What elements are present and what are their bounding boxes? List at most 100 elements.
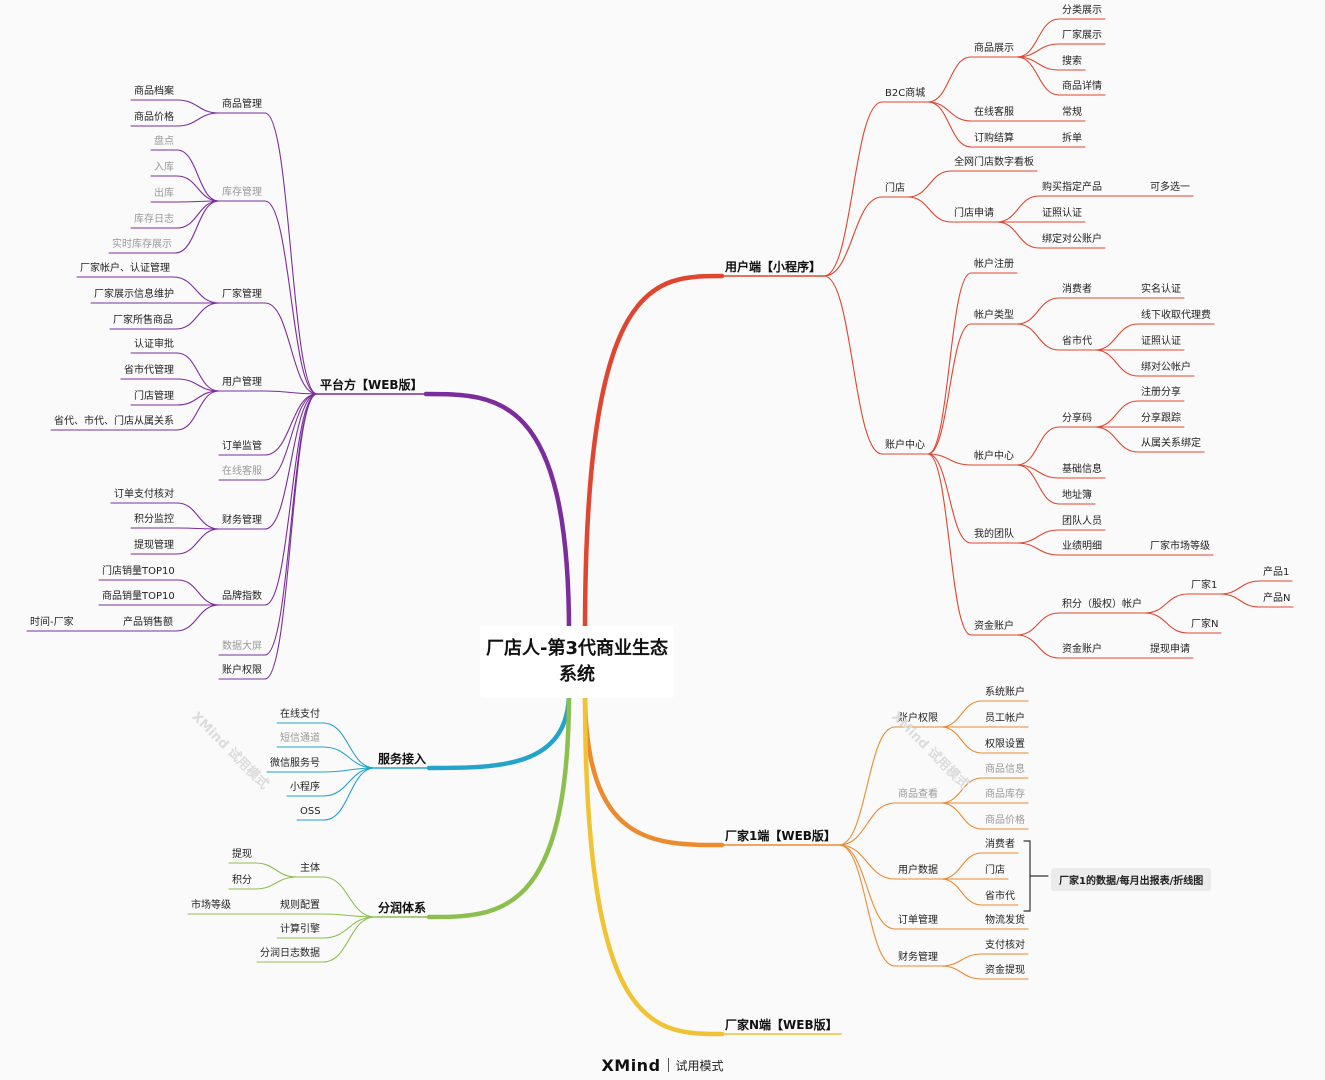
topic-p4[interactable]: 用户管理 xyxy=(222,377,262,388)
topic-u3e[interactable]: 资金账户 xyxy=(974,621,1014,632)
topic-u1c[interactable]: 订购结算 xyxy=(974,133,1014,144)
topic-p1a[interactable]: 商品档案 xyxy=(134,86,174,97)
topic-s2[interactable]: 短信通道 xyxy=(280,733,320,744)
topic-k2a[interactable]: 商品信息 xyxy=(985,764,1025,775)
topic-k3b[interactable]: 门店 xyxy=(985,865,1005,876)
topic-k3a[interactable]: 消费者 xyxy=(985,839,1015,850)
topic-p2c[interactable]: 出库 xyxy=(154,188,174,199)
topic-u1a4[interactable]: 商品详情 xyxy=(1062,81,1102,92)
topic-f1a[interactable]: 提现 xyxy=(232,849,252,860)
topic-u1a1[interactable]: 分类展示 xyxy=(1062,5,1102,16)
topic-f4[interactable]: 分润日志数据 xyxy=(260,948,320,959)
topic-u3d1[interactable]: 团队人员 xyxy=(1062,516,1102,527)
topic-p7a[interactable]: 订单支付核对 xyxy=(114,489,174,500)
topic-u1c1[interactable]: 拆单 xyxy=(1062,133,1082,144)
topic-u3c[interactable]: 帐户中心 xyxy=(974,451,1014,462)
topic-u3c1c[interactable]: 从属关系绑定 xyxy=(1141,438,1201,449)
topic-p8b[interactable]: 商品销量TOP10 xyxy=(102,591,175,602)
topic-u3c1[interactable]: 分享码 xyxy=(1062,413,1092,424)
summary-note[interactable]: 厂家1的数据/每月出报表/折线图 xyxy=(1051,868,1212,891)
topic-u3e2[interactable]: 资金账户 xyxy=(1062,644,1102,655)
topic-k1b[interactable]: 员工帐户 xyxy=(985,713,1025,724)
topic-f2a[interactable]: 市场等级 xyxy=(191,900,231,911)
topic-profit[interactable]: 分润体系 xyxy=(378,901,427,915)
topic-u1a[interactable]: 商品展示 xyxy=(974,43,1014,54)
topic-k2c[interactable]: 商品价格 xyxy=(985,815,1025,826)
topic-u1a3[interactable]: 搜索 xyxy=(1062,56,1082,67)
topic-s1[interactable]: 在线支付 xyxy=(280,709,320,720)
topic-u3e1[interactable]: 积分（股权）帐户 xyxy=(1062,599,1142,610)
topic-u2b[interactable]: 门店申请 xyxy=(954,208,994,219)
topic-u3b2c[interactable]: 绑对公帐户 xyxy=(1141,362,1191,373)
topic-k3c[interactable]: 省市代 xyxy=(985,891,1015,902)
topic-k1c[interactable]: 权限设置 xyxy=(985,739,1025,750)
topic-factory1[interactable]: 厂家1端【WEB版】 xyxy=(725,829,836,843)
topic-u3b2b[interactable]: 证照认证 xyxy=(1141,336,1181,347)
topic-u3e1b[interactable]: 厂家N xyxy=(1191,619,1219,630)
topic-p7c[interactable]: 提现管理 xyxy=(134,540,174,551)
topic-factoryN[interactable]: 厂家N端【WEB版】 xyxy=(725,1018,838,1032)
topic-k3[interactable]: 用户数据 xyxy=(898,865,938,876)
topic-u3[interactable]: 账户中心 xyxy=(885,440,925,451)
topic-p3c[interactable]: 厂家所售商品 xyxy=(113,315,173,326)
topic-s5[interactable]: OSS xyxy=(300,806,321,817)
topic-u3b1a[interactable]: 实名认证 xyxy=(1141,284,1181,295)
topic-u3c3[interactable]: 地址簿 xyxy=(1062,490,1092,501)
topic-platform[interactable]: 平台方【WEB版】 xyxy=(320,378,423,392)
topic-u3a[interactable]: 帐户注册 xyxy=(974,259,1014,270)
topic-p2[interactable]: 库存管理 xyxy=(222,187,262,198)
topic-f3[interactable]: 计算引擎 xyxy=(280,924,320,935)
topic-p2b[interactable]: 入库 xyxy=(154,162,174,173)
topic-u3c1a[interactable]: 注册分享 xyxy=(1141,387,1181,398)
topic-u1a2[interactable]: 厂家展示 xyxy=(1062,30,1102,41)
topic-u3b[interactable]: 帐户类型 xyxy=(974,310,1014,321)
topic-u2b1a[interactable]: 可多选一 xyxy=(1150,182,1190,193)
topic-p8c1[interactable]: 时间-厂家 xyxy=(30,617,74,628)
topic-u3c2[interactable]: 基础信息 xyxy=(1062,464,1102,475)
topic-service[interactable]: 服务接入 xyxy=(378,752,427,766)
topic-p8c[interactable]: 产品销售额 xyxy=(123,617,173,628)
topic-u3b2a[interactable]: 线下收取代理费 xyxy=(1141,310,1211,321)
topic-user[interactable]: 用户端【小程序】 xyxy=(725,260,822,274)
topic-f2[interactable]: 规则配置 xyxy=(280,900,320,911)
topic-p5[interactable]: 订单监管 xyxy=(222,441,262,452)
topic-u3c1b[interactable]: 分享跟踪 xyxy=(1141,413,1181,424)
topic-p2e[interactable]: 实时库存展示 xyxy=(112,239,172,250)
topic-p7b[interactable]: 积分监控 xyxy=(134,514,174,525)
topic-u1b[interactable]: 在线客服 xyxy=(974,107,1014,118)
topic-p4d[interactable]: 省代、市代、门店从属关系 xyxy=(54,416,174,427)
topic-u3b1[interactable]: 消费者 xyxy=(1062,284,1092,295)
topic-u1[interactable]: B2C商城 xyxy=(885,88,926,99)
topic-p2a[interactable]: 盘点 xyxy=(154,136,174,147)
topic-u3d2[interactable]: 业绩明细 xyxy=(1062,541,1102,552)
topic-u3b2[interactable]: 省市代 xyxy=(1062,336,1092,347)
topic-p3[interactable]: 厂家管理 xyxy=(222,289,262,300)
topic-p8[interactable]: 品牌指数 xyxy=(222,591,262,602)
topic-u2b3[interactable]: 绑定对公账户 xyxy=(1042,234,1102,245)
topic-p4c[interactable]: 门店管理 xyxy=(134,391,174,402)
topic-k5b[interactable]: 资金提现 xyxy=(985,965,1025,976)
topic-p8a[interactable]: 门店销量TOP10 xyxy=(102,566,175,577)
topic-p1[interactable]: 商品管理 xyxy=(222,99,262,110)
topic-u2a[interactable]: 全网门店数字看板 xyxy=(954,157,1034,168)
topic-p2d[interactable]: 库存日志 xyxy=(134,214,174,225)
topic-f1[interactable]: 主体 xyxy=(300,863,320,874)
central-topic[interactable]: 厂店人-第3代商业生态系统 xyxy=(480,626,674,698)
topic-p6[interactable]: 在线客服 xyxy=(222,466,262,477)
topic-p3a[interactable]: 厂家帐户、认证管理 xyxy=(80,263,170,274)
topic-p9[interactable]: 数据大屏 xyxy=(222,641,262,652)
topic-p1b[interactable]: 商品价格 xyxy=(134,112,174,123)
topic-p3b[interactable]: 厂家展示信息维护 xyxy=(94,289,174,300)
topic-s4[interactable]: 小程序 xyxy=(290,782,320,793)
topic-p7[interactable]: 财务管理 xyxy=(222,515,262,526)
topic-u3e1a2[interactable]: 产品N xyxy=(1263,593,1291,604)
topic-u2[interactable]: 门店 xyxy=(885,183,905,194)
topic-u3d2a[interactable]: 厂家市场等级 xyxy=(1150,541,1210,552)
topic-u3e1a1[interactable]: 产品1 xyxy=(1263,567,1290,578)
topic-u2b2[interactable]: 证照认证 xyxy=(1042,208,1082,219)
topic-k5[interactable]: 财务管理 xyxy=(898,952,938,963)
topic-f1b[interactable]: 积分 xyxy=(232,875,252,886)
topic-k1a[interactable]: 系统账户 xyxy=(985,687,1025,698)
topic-u2b1[interactable]: 购买指定产品 xyxy=(1042,182,1102,193)
topic-k4a[interactable]: 物流发货 xyxy=(985,915,1025,926)
